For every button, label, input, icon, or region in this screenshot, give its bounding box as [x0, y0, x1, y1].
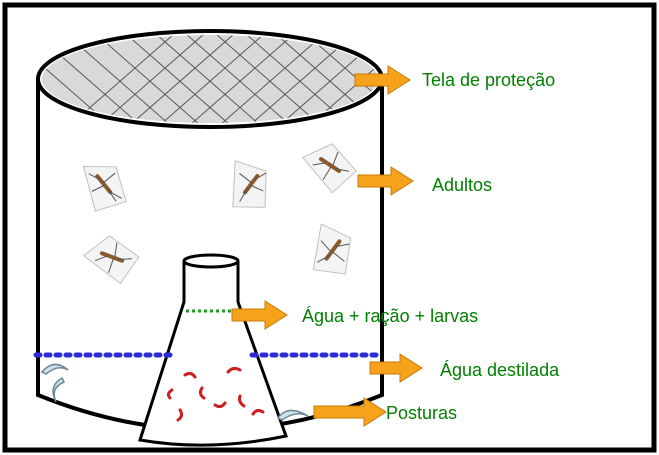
arrow-right-icon	[357, 166, 414, 196]
arrow-right-icon	[231, 300, 288, 330]
flask	[138, 253, 288, 447]
arrow-right-icon	[313, 397, 387, 427]
mosquito-icon	[82, 165, 127, 212]
arrow-right-icon	[354, 65, 411, 95]
mosquito-icon	[232, 160, 267, 208]
larva-icon	[166, 366, 265, 422]
mosquito-icon	[312, 223, 352, 275]
label-adults: Adultos	[432, 175, 492, 195]
egg-raft-icon	[40, 363, 309, 421]
label-screen: Tela de proteção	[422, 70, 555, 90]
mosquito-icon	[301, 143, 357, 194]
mosquito-icon	[82, 235, 140, 285]
label-water: Água destilada	[440, 360, 560, 380]
label-food: Água + ração + larvas	[302, 306, 478, 326]
arrow-right-icon	[369, 353, 423, 383]
label-eggs: Posturas	[386, 403, 457, 423]
